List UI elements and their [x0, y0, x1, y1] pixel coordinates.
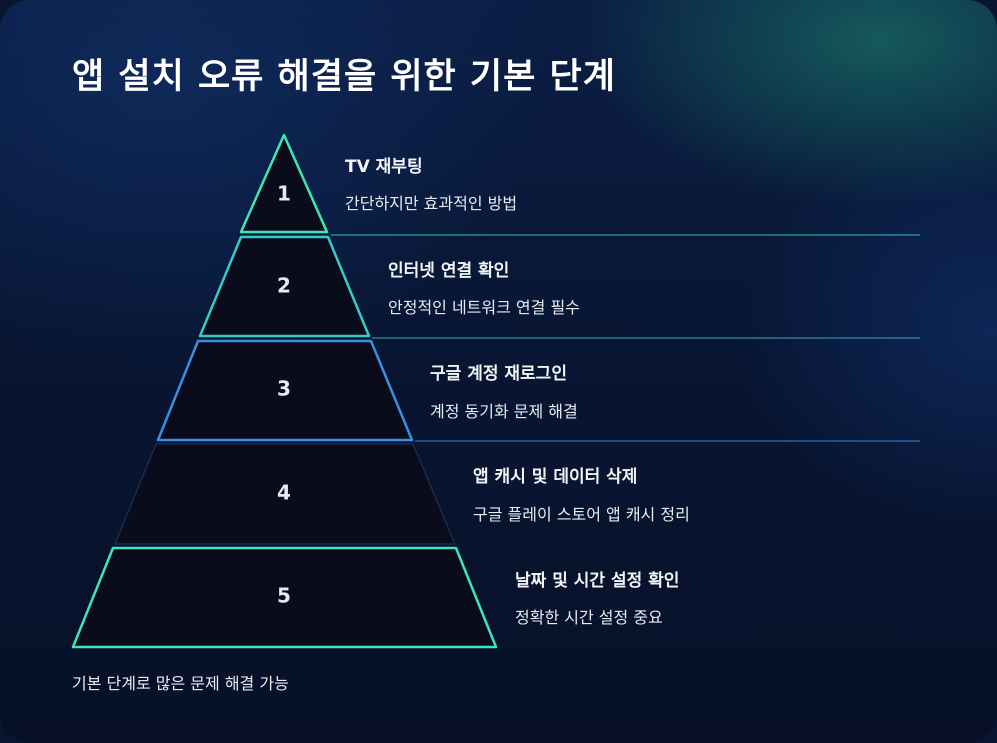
level-number-4: 4	[277, 481, 291, 505]
step-desc-4: 구글 플레이 스토어 앱 캐시 정리	[473, 505, 690, 524]
level-number-2: 2	[277, 274, 291, 298]
step-title-2: 인터넷 연결 확인	[388, 261, 510, 281]
step-desc-5: 정확한 시간 설정 중요	[515, 608, 663, 627]
pyramid-level-1	[239, 133, 329, 234]
step-desc-2: 안정적인 네트워크 연결 필수	[388, 298, 580, 317]
footer-note: 기본 단계로 많은 문제 해결 가능	[72, 674, 289, 693]
page-title: 앱 설치 오류 해결을 위한 기본 단계	[72, 57, 616, 97]
level-number-5: 5	[277, 584, 291, 608]
pyramid-level-3	[156, 339, 414, 442]
pyramid-level-5	[71, 546, 498, 649]
step-desc-3: 계정 동기화 문제 해결	[430, 402, 578, 421]
step-title-5: 날짜 및 시간 설정 확인	[515, 571, 680, 591]
step-title-3: 구글 계정 재로그인	[430, 364, 567, 384]
level-number-1: 1	[277, 182, 291, 206]
pyramid-level-4	[114, 443, 456, 545]
step-title-1: TV 재부팅	[345, 157, 423, 177]
step-desc-1: 간단하지만 효과적인 방법	[345, 194, 518, 213]
step-title-4: 앱 캐시 및 데이터 삭제	[473, 467, 638, 487]
level-number-3: 3	[277, 377, 291, 401]
pyramid-level-2	[198, 235, 371, 338]
